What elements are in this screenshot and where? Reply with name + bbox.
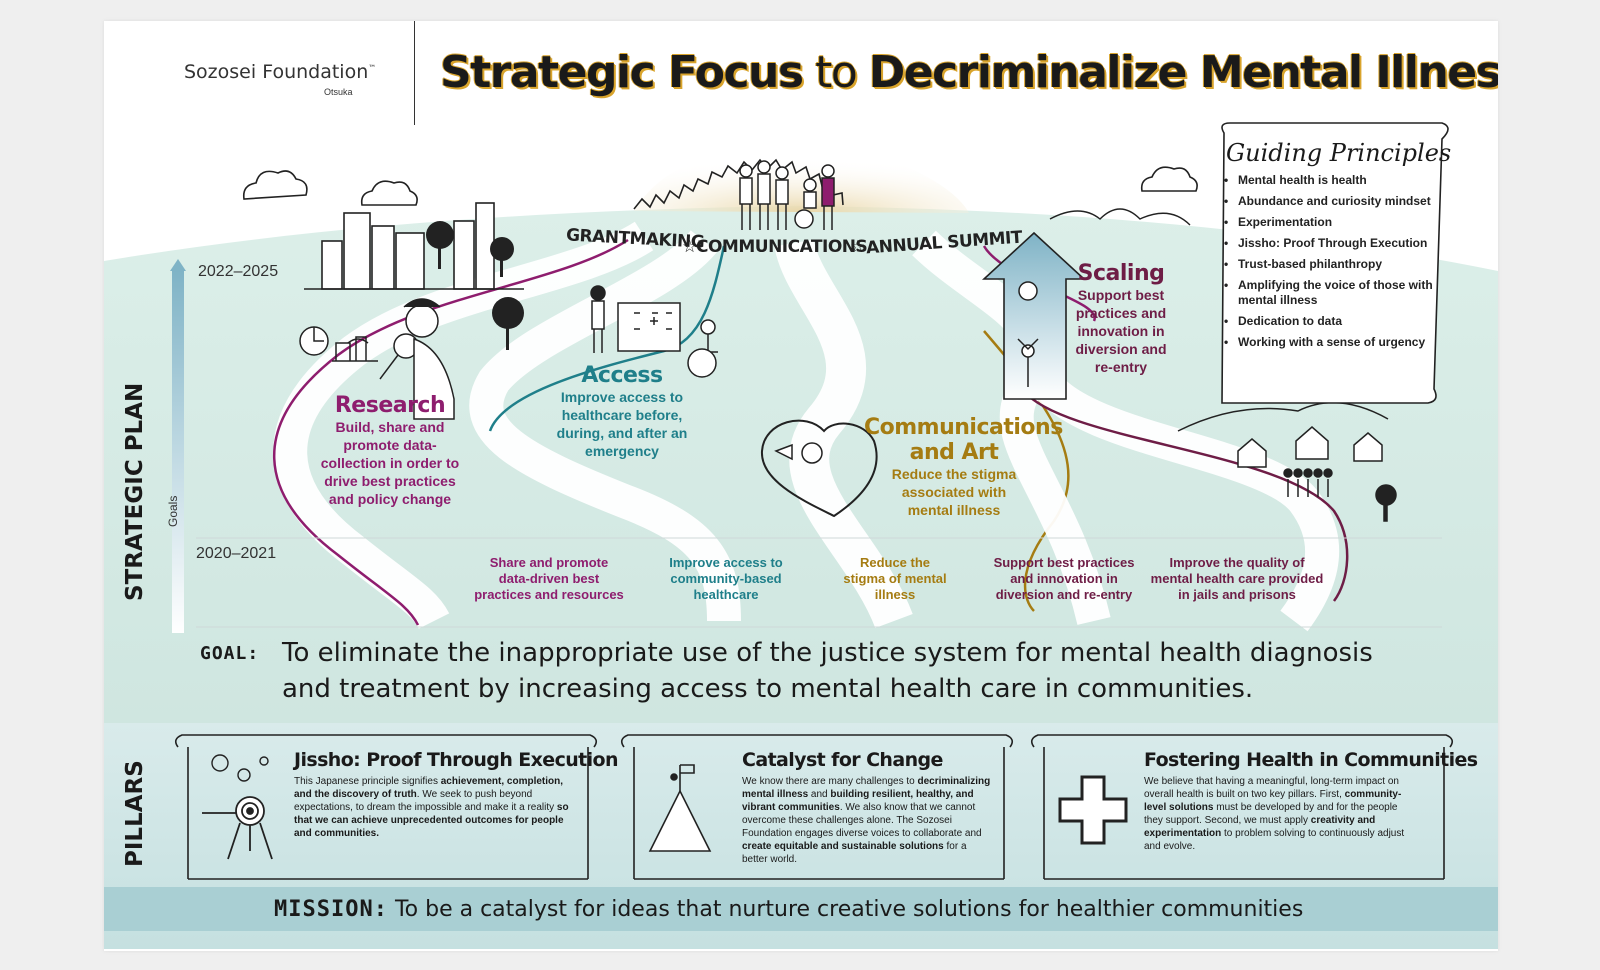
mission-band xyxy=(104,887,1498,931)
gear-icon xyxy=(211,754,269,782)
pillar-fostering-health: Fostering Health in Communities We belie… xyxy=(1144,749,1478,853)
researcher-drawing xyxy=(299,298,455,420)
page-title: Strategic Focus to Decriminalize Mental … xyxy=(440,47,1498,98)
band-star: ☆ xyxy=(850,237,865,257)
goal-statement: To eliminate the inappropriate use of th… xyxy=(282,638,1373,704)
goal-label: GOAL: xyxy=(200,643,260,664)
pillar-title: Fostering Health in Communities xyxy=(1144,749,1478,771)
principle-item: Abundance and curiosity mindset xyxy=(1220,194,1440,209)
otsuka-logo: Otsuka xyxy=(324,87,353,97)
infographic-card: Sozosei Foundation™ Otsuka Strategic Foc… xyxy=(104,21,1498,951)
pillar-text: This Japanese principle signifies achiev… xyxy=(294,776,569,839)
year-2020-2021: 2020–2021 xyxy=(196,545,277,562)
goal-heading: and Art xyxy=(909,440,999,465)
band-star: ☆ xyxy=(682,237,697,257)
header-divider xyxy=(414,21,415,125)
community-people-drawing xyxy=(739,160,835,230)
cloud-icon xyxy=(242,166,1198,206)
sunburst xyxy=(634,144,969,213)
pillar-frames-overlay xyxy=(174,734,1454,880)
foundation-logo: Sozosei Foundation™ xyxy=(184,61,377,83)
pillar-text: We know there are many challenges to dec… xyxy=(742,776,991,865)
principle-item: Working with a sense of urgency xyxy=(1220,335,1440,350)
mission-label: MISSION: xyxy=(274,897,388,922)
principle-item: Amplifying the voice of those with menta… xyxy=(1220,278,1440,308)
health-cross-icon xyxy=(1058,775,1128,845)
band-communications: COMMUNICATIONS xyxy=(696,237,868,257)
scaling-arrow-drawing xyxy=(981,231,1087,400)
principle-item: Experimentation xyxy=(1220,215,1440,230)
pillar-title: Catalyst for Change xyxy=(742,749,943,771)
principle-item: Mental health is health xyxy=(1220,173,1440,188)
city-skyline-drawing xyxy=(304,202,524,290)
goal-heading: Communications xyxy=(864,415,1063,440)
pillar-jissho: Jissho: Proof Through Execution This Jap… xyxy=(294,749,619,840)
principle-item: Jissho: Proof Through Execution xyxy=(1220,236,1440,251)
pillar-catalyst: Catalyst for Change We know there are ma… xyxy=(742,749,994,866)
hospital-drawing xyxy=(590,285,718,378)
mission-text: To be a catalyst for ideas that nurture … xyxy=(394,897,1304,922)
guiding-principles-title: Guiding Principles xyxy=(1226,139,1452,167)
target-icon xyxy=(202,796,273,860)
heart-megaphone-drawing xyxy=(760,419,878,518)
principle-item: Trust-based philanthropy xyxy=(1220,257,1440,272)
pillar-text: We believe that having a meaningful, lon… xyxy=(1144,776,1405,852)
principle-item: Dedication to data xyxy=(1220,314,1440,329)
mountain-flag-icon xyxy=(648,764,712,852)
goal-communications: Communications and Art Reduce the stigma… xyxy=(864,415,1063,519)
mission-statement: MISSION: To be a catalyst for ideas that… xyxy=(274,897,1303,922)
pillar-title: Jissho: Proof Through Execution xyxy=(294,749,619,771)
goal-heading: Access xyxy=(581,363,663,388)
goal-heading: Research xyxy=(334,393,446,418)
goal-heading: Scaling xyxy=(1077,261,1165,286)
year-2022-2025: 2022–2025 xyxy=(198,263,279,280)
village-houses-drawing xyxy=(1177,401,1397,522)
guiding-principles-list: Mental health is health Abundance and cu… xyxy=(1220,173,1440,356)
